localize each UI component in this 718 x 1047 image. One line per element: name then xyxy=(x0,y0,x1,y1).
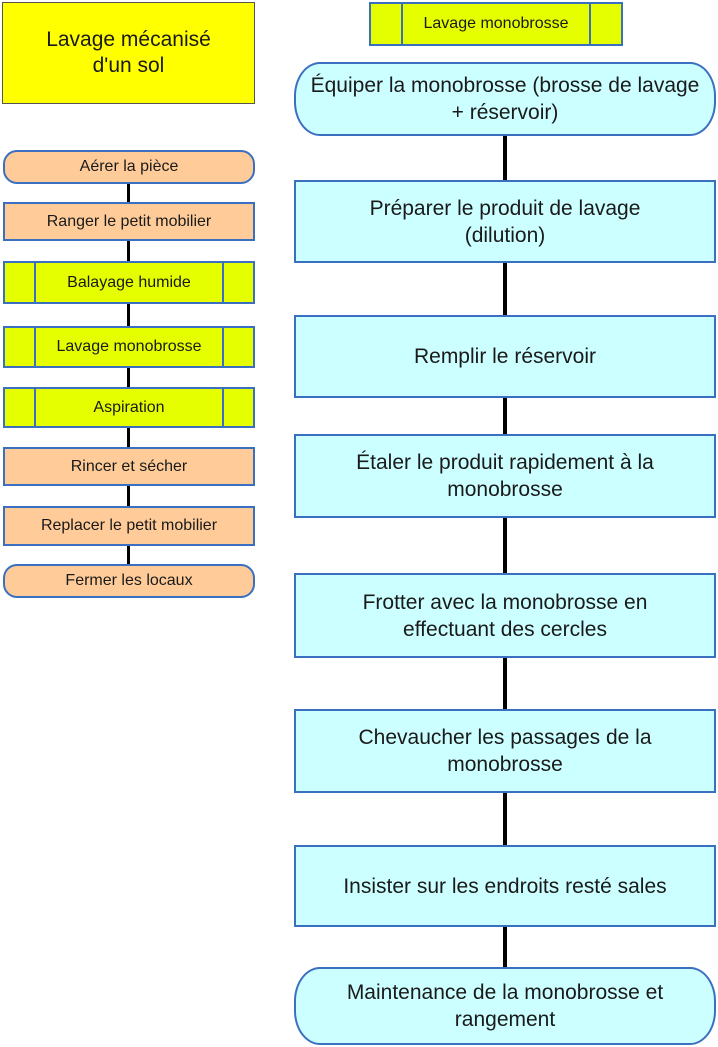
connector-line xyxy=(127,240,130,261)
connector-line xyxy=(503,517,507,573)
subprocess-bar xyxy=(401,4,403,44)
connector-line xyxy=(503,657,507,710)
step-label: Ranger le petit mobilier xyxy=(46,212,212,230)
step-aerer-la-piece: Aérer la pièce xyxy=(3,150,255,184)
step-preparer-produit: Préparer le produit de lavage (dilution) xyxy=(294,180,716,263)
subprocess-bar xyxy=(34,263,36,302)
step-chevaucher-passages: Chevaucher les passages de la monobrosse xyxy=(294,709,716,793)
step-label: Équiper la monobrosse (brosse de lavage … xyxy=(310,74,700,124)
step-label: Fermer les locaux xyxy=(65,572,193,589)
subprocess-bar xyxy=(589,4,591,44)
connector-line xyxy=(503,262,507,316)
connector-line xyxy=(127,303,130,326)
step-aspiration: Aspiration xyxy=(3,387,255,428)
step-frotter-monobrosse: Frotter avec la monobrosse en effectuant… xyxy=(294,573,716,658)
step-etaler-produit: Étaler le produit rapidement à la monobr… xyxy=(294,434,716,518)
step-label: Balayage humide xyxy=(67,273,191,291)
step-remplir-reservoir: Remplir le réservoir xyxy=(294,315,716,398)
diagram-title: Lavage mécanisé d'un sol xyxy=(2,2,255,104)
subprocess-bar xyxy=(34,328,36,366)
step-lavage-monobrosse: Lavage monobrosse xyxy=(3,326,255,368)
step-ranger-petit-mobilier: Ranger le petit mobilier xyxy=(3,202,255,241)
connector-line xyxy=(127,485,130,506)
step-label: Aspiration xyxy=(93,398,165,416)
header-label: Lavage monobrosse xyxy=(423,15,569,32)
step-balayage-humide: Balayage humide xyxy=(3,261,255,304)
step-rincer-et-secher: Rincer et sécher xyxy=(3,447,255,486)
step-label: Chevaucher les passages de la monobrosse xyxy=(358,726,652,776)
subprocess-bar xyxy=(222,263,224,302)
step-replacer-petit-mobilier: Replacer le petit mobilier xyxy=(3,506,255,546)
subprocess-bar xyxy=(222,389,224,426)
step-label: Remplir le réservoir xyxy=(413,345,597,368)
connector-line xyxy=(503,926,507,968)
step-fermer-les-locaux: Fermer les locaux xyxy=(3,564,255,598)
step-label: Lavage monobrosse xyxy=(56,338,202,355)
step-label: Préparer le produit de lavage (dilution) xyxy=(369,196,641,247)
step-label: Insister sur les endroits resté sales xyxy=(343,874,667,898)
step-equiper-monobrosse: Équiper la monobrosse (brosse de lavage … xyxy=(294,62,716,136)
subprocess-header: Lavage monobrosse xyxy=(369,2,623,46)
connector-line xyxy=(503,136,507,180)
step-insister-endroits: Insister sur les endroits resté sales xyxy=(294,845,716,927)
step-label: Étaler le produit rapidement à la monobr… xyxy=(356,451,654,501)
step-label: Rincer et sécher xyxy=(70,457,188,475)
connector-line xyxy=(503,397,507,435)
connector-line xyxy=(127,427,130,447)
step-label: Replacer le petit mobilier xyxy=(40,517,218,534)
subprocess-bar xyxy=(222,328,224,366)
connector-line xyxy=(127,545,130,564)
subprocess-bar xyxy=(34,389,36,426)
connector-line xyxy=(127,183,130,203)
step-label: Aérer la pièce xyxy=(79,158,179,175)
step-label: Frotter avec la monobrosse en effectuant… xyxy=(362,590,648,641)
step-maintenance-rangement: Maintenance de la monobrosse et rangemen… xyxy=(294,967,716,1045)
connector-line xyxy=(127,367,130,387)
step-label: Maintenance de la monobrosse et rangemen… xyxy=(346,981,664,1031)
connector-line xyxy=(503,792,507,846)
